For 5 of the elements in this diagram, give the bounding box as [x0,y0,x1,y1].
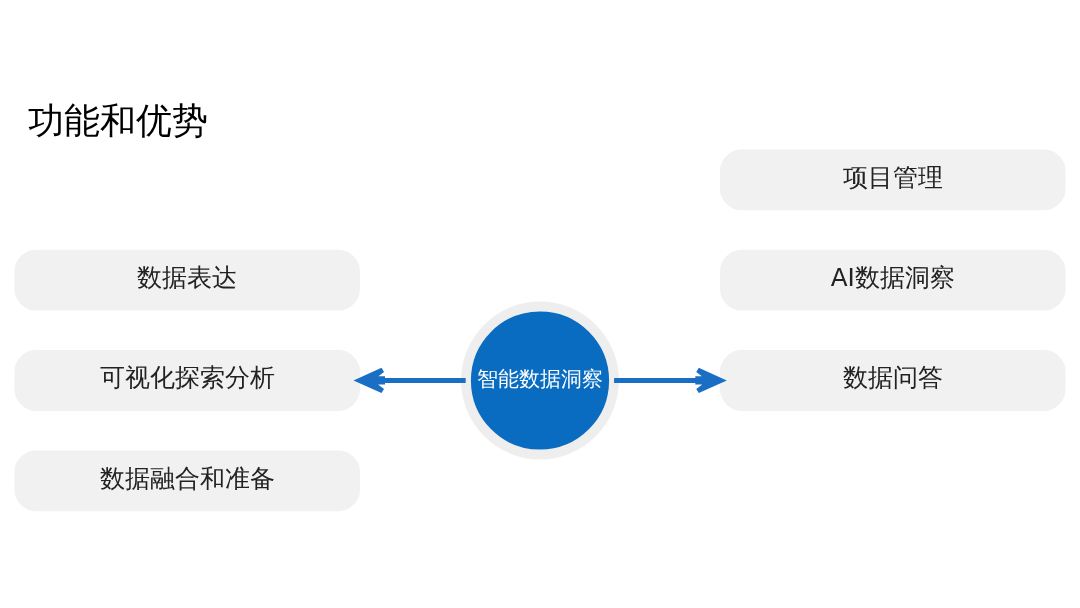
arrow [614,367,724,394]
node-box: 数据问答 [720,350,1066,411]
diagram-title: 功能和优势 [28,99,209,143]
node-circle: 智能数据洞察 [461,301,619,460]
node-box: 可视化探索分析 [14,350,360,411]
